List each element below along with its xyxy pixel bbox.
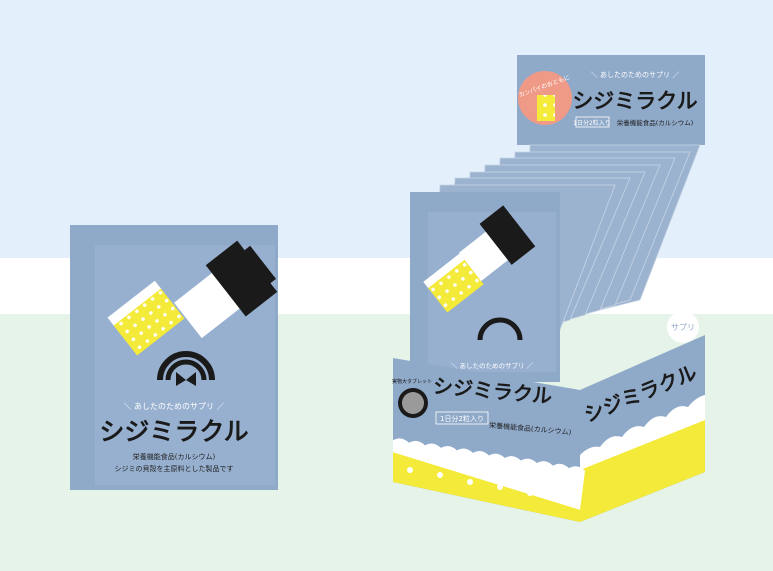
header-brand: シジミラクル — [572, 89, 697, 113]
packet-description: シジミの貝殻を主原料とした製品です — [115, 464, 234, 473]
header-dose: 1日分2粒入り — [573, 119, 611, 127]
packet-tagline: ＼ あしたのためのサプリ ／ — [123, 402, 224, 411]
header-category: 栄養機能食品(カルシウム) — [617, 118, 694, 127]
front-packet-tagline: ＼ あしたのためのサプリ ／ — [451, 362, 534, 370]
beer-glass-icon — [107, 280, 185, 356]
display-box: カンパイのおともに ＼ あしたのためのサプリ ／ シジミラクル 1日分2粒入り … — [392, 55, 705, 522]
sachet-packet: ＼ あしたのためのサプリ ／ シジミラクル 栄養機能食品(カルシウム) シジミの… — [70, 225, 278, 490]
tablet-label: 実物大タブレット — [392, 378, 432, 385]
packet-brand: シジミラクル — [99, 417, 248, 446]
packet-category: 栄養機能食品(カルシウム) — [133, 452, 216, 461]
header-tagline: ＼ あしたのためのサプリ ／ — [591, 71, 679, 79]
bowtie-icon — [157, 351, 215, 386]
front-dose: 1日分2粒入り — [440, 414, 484, 423]
supuri-badge-text: サプリ — [671, 323, 695, 332]
gentleman-arm-icon — [174, 240, 278, 339]
supuri-badge — [667, 311, 699, 343]
